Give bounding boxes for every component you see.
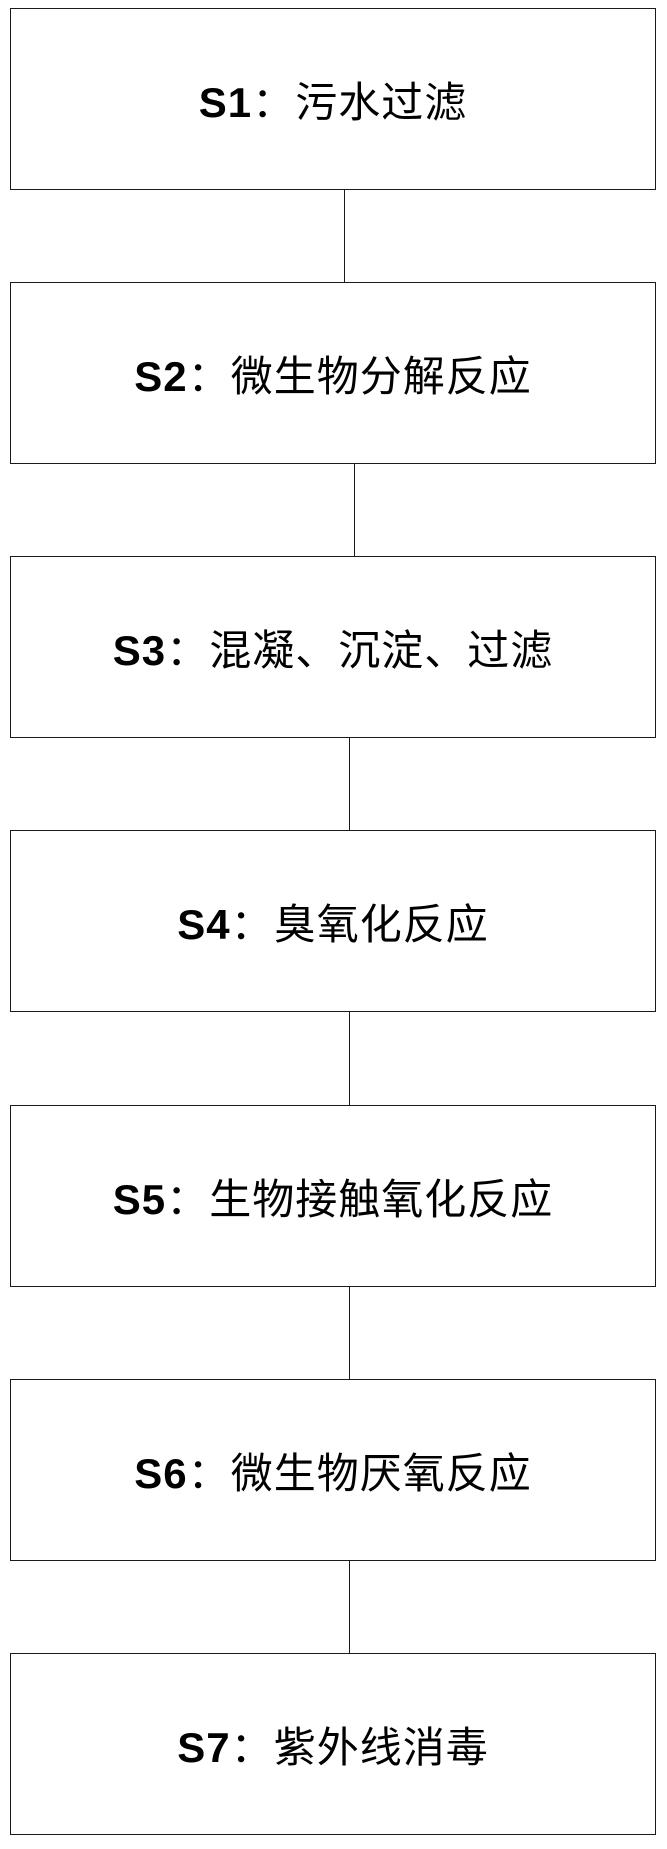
step-label: 生物接触氧化反应 bbox=[209, 1174, 554, 1224]
step-text: S4：臭氧化反应 bbox=[177, 891, 488, 952]
step-separator: ： bbox=[187, 351, 231, 401]
connector-s5-s6 bbox=[349, 1287, 350, 1379]
step-id: S4 bbox=[177, 900, 231, 948]
step-id: S5 bbox=[112, 1175, 167, 1223]
step-box-s7: S7：紫外线消毒 bbox=[10, 1653, 656, 1835]
step-text: S1：污水过滤 bbox=[199, 69, 467, 130]
step-separator: ： bbox=[166, 625, 210, 675]
step-id: S7 bbox=[177, 1723, 231, 1771]
step-box-s4: S4：臭氧化反应 bbox=[10, 830, 656, 1012]
step-separator: ： bbox=[230, 1722, 274, 1772]
step-id: S6 bbox=[134, 1449, 188, 1497]
step-separator: ： bbox=[230, 899, 274, 949]
step-text: S7：紫外线消毒 bbox=[177, 1714, 488, 1775]
step-label: 混凝、沉淀、过滤 bbox=[209, 625, 554, 675]
connector-s3-s4 bbox=[349, 738, 350, 830]
step-label: 污水过滤 bbox=[295, 77, 468, 127]
connector-s1-s2 bbox=[344, 190, 345, 282]
step-box-s2: S2：微生物分解反应 bbox=[10, 282, 656, 464]
step-id: S1 bbox=[198, 78, 253, 126]
step-label: 紫外线消毒 bbox=[273, 1722, 489, 1772]
step-label: 微生物厌氧反应 bbox=[230, 1448, 532, 1498]
connector-s4-s5 bbox=[349, 1012, 350, 1105]
step-separator: ： bbox=[187, 1448, 231, 1498]
step-box-s5: S5：生物接触氧化反应 bbox=[10, 1105, 656, 1287]
step-text: S5：生物接触氧化反应 bbox=[113, 1166, 553, 1227]
connector-s2-s3 bbox=[354, 464, 355, 556]
step-text: S3：混凝、沉淀、过滤 bbox=[113, 617, 553, 678]
step-box-s1: S1：污水过滤 bbox=[10, 8, 656, 190]
step-id: S2 bbox=[134, 352, 188, 400]
step-separator: ： bbox=[252, 77, 296, 127]
step-separator: ： bbox=[166, 1174, 210, 1224]
step-text: S6：微生物厌氧反应 bbox=[134, 1440, 531, 1501]
step-box-s6: S6：微生物厌氧反应 bbox=[10, 1379, 656, 1561]
step-text: S2：微生物分解反应 bbox=[134, 343, 531, 404]
step-box-s3: S3：混凝、沉淀、过滤 bbox=[10, 556, 656, 738]
step-label: 微生物分解反应 bbox=[230, 351, 532, 401]
connector-s6-s7 bbox=[349, 1561, 350, 1653]
step-label: 臭氧化反应 bbox=[273, 899, 489, 949]
step-id: S3 bbox=[112, 626, 167, 674]
